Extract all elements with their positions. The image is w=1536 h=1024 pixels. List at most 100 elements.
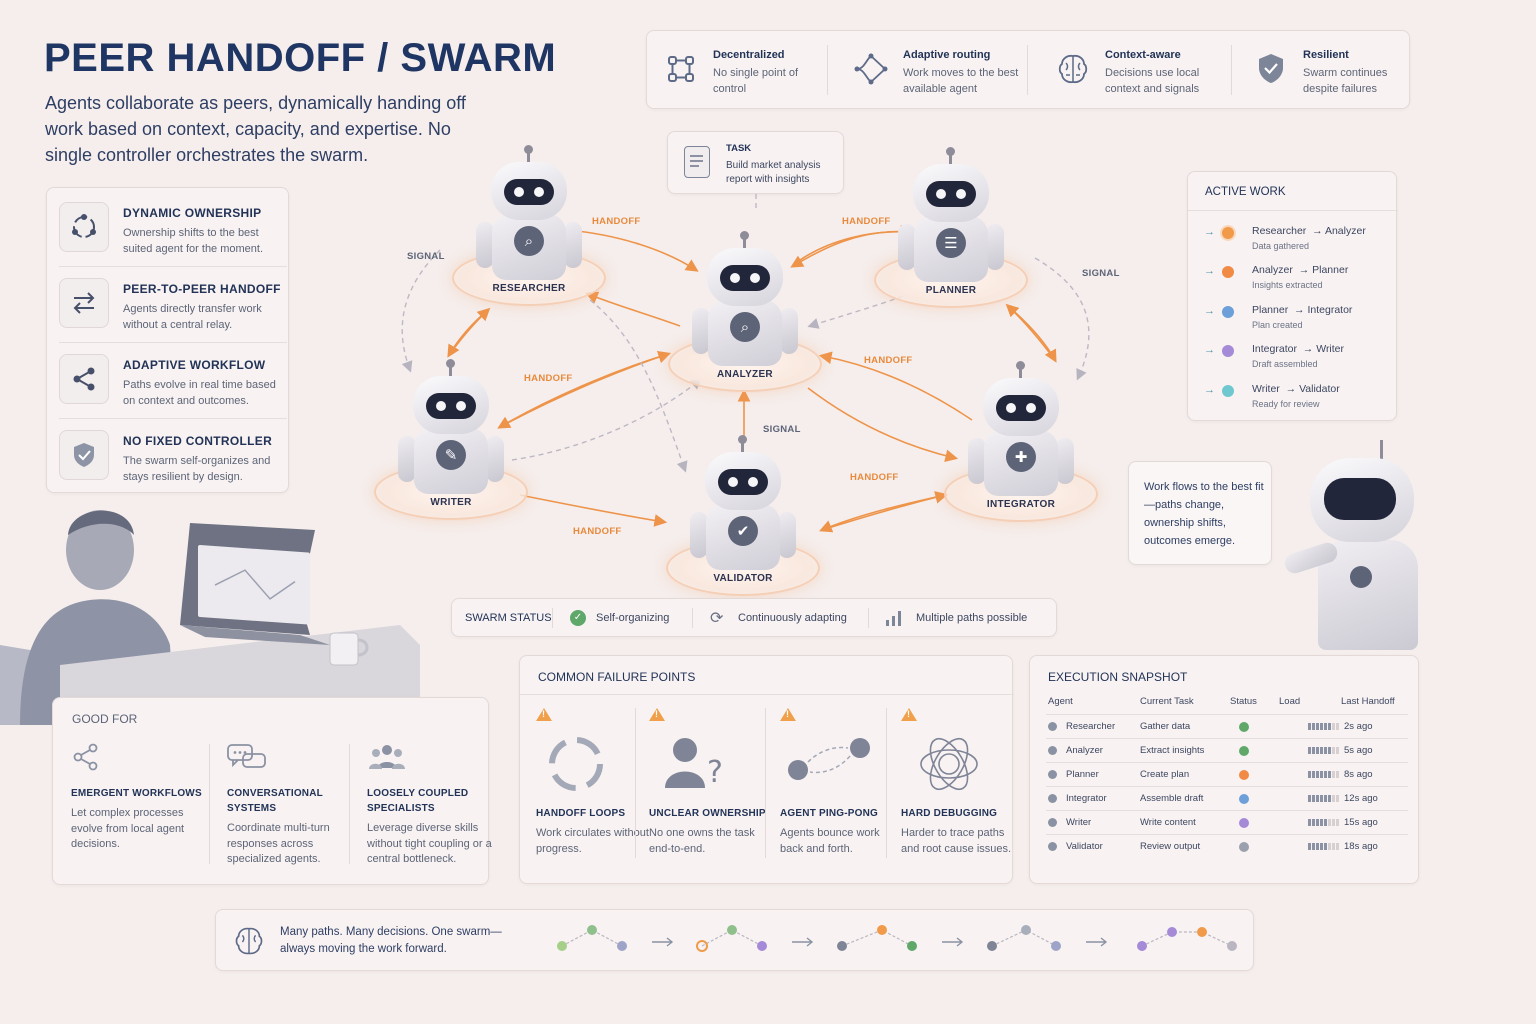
work-from: Analyzer bbox=[1252, 264, 1293, 276]
work-status: Ready for review bbox=[1252, 399, 1320, 409]
handoff-validator-integrator bbox=[821, 491, 949, 531]
good-for-item-desc: Let complex processes evolve from local … bbox=[71, 807, 185, 850]
status-icon bbox=[1239, 794, 1249, 804]
pencil-icon: ✎ bbox=[436, 440, 466, 470]
agent-writer[interactable]: ✎ WRITER bbox=[374, 359, 528, 520]
failure-item-title: UNCLEAR OWNERSHIP bbox=[649, 808, 766, 819]
feature-dynamic-ownership: DYNAMIC OWNERSHIP Ownership shifts to th… bbox=[47, 190, 289, 264]
status-icon bbox=[1239, 842, 1249, 852]
failure-points-panel: COMMON FAILURE POINTS HANDOFF LOOPS Work… bbox=[519, 655, 1014, 884]
edge-label-handoff: HANDOFF bbox=[850, 472, 899, 483]
active-work-item: → Integrator → Writer Draft assembled bbox=[1204, 343, 1345, 369]
feature-peer-handoff: PEER-TO-PEER HANDOFF Agents directly tra… bbox=[47, 266, 289, 340]
people-icon bbox=[367, 742, 407, 776]
task-cell: Create plan bbox=[1140, 769, 1190, 780]
share-icon bbox=[59, 354, 109, 404]
page-subtitle: Agents collaborate as peers, dynamically… bbox=[45, 93, 466, 165]
load-meter bbox=[1308, 795, 1339, 802]
failure-item: ? UNCLEAR OWNERSHIP No one owns the task… bbox=[633, 706, 766, 856]
top-feature-desc: Decisions use local context and signals bbox=[1105, 67, 1200, 95]
failure-item: HANDOFF LOOPS Work circulates without pr… bbox=[520, 706, 649, 856]
work-from: Integrator bbox=[1252, 343, 1297, 355]
failure-points-title: COMMON FAILURE POINTS bbox=[538, 670, 696, 684]
load-meter bbox=[1308, 819, 1339, 826]
work-from: Planner bbox=[1252, 304, 1289, 316]
brain-icon bbox=[1053, 49, 1093, 89]
document-icon bbox=[684, 146, 710, 178]
failure-item-title: HANDOFF LOOPS bbox=[536, 808, 626, 819]
work-status: Draft assembled bbox=[1252, 359, 1318, 369]
handoff-analyzer-integrator bbox=[807, 387, 959, 463]
load-meter bbox=[1308, 771, 1339, 778]
good-for-item: CONVERSATIONAL SYSTEMS Coordinate multi-… bbox=[209, 742, 354, 872]
speech-bubble: Work flows to the best fit—paths change,… bbox=[1128, 461, 1272, 565]
status-dot bbox=[1222, 345, 1234, 357]
load-meter bbox=[1308, 843, 1339, 850]
task-text: Build market analysis report with insigh… bbox=[726, 160, 821, 185]
failure-item: AGENT PING-PONG Agents bounce work back … bbox=[764, 706, 888, 856]
agent-dot bbox=[1048, 842, 1057, 851]
handoff-integrator-planner bbox=[1005, 303, 1056, 361]
edge-label-signal: SIGNAL bbox=[763, 424, 801, 435]
good-for-item-title: EMERGENT WORKFLOWS bbox=[71, 788, 202, 799]
last-handoff-cell: 12s ago bbox=[1344, 793, 1378, 804]
brain-icon bbox=[232, 924, 266, 958]
work-status: Plan created bbox=[1252, 320, 1303, 330]
failure-item-desc: No one owns the task end-to-end. bbox=[649, 827, 755, 855]
agent-integrator[interactable]: ✚ INTEGRATOR bbox=[944, 361, 1098, 522]
good-for-item-desc: Leverage diverse skills without tight co… bbox=[367, 822, 492, 865]
feature-title: DYNAMIC OWNERSHIP bbox=[123, 206, 262, 220]
refresh-icon: ⟳ bbox=[710, 610, 724, 627]
work-to: Planner bbox=[1312, 264, 1349, 276]
status-dot bbox=[1222, 385, 1234, 397]
status-icon bbox=[1239, 770, 1249, 780]
page-title: PEER HANDOFF / SWARM bbox=[44, 36, 557, 80]
top-feature-title: Decentralized bbox=[713, 49, 785, 61]
feature-desc: Agents directly transfer work without a … bbox=[123, 303, 262, 331]
status-item: Continuously adapting bbox=[738, 612, 847, 624]
active-work-item: → Writer → Validator Ready for review bbox=[1204, 383, 1340, 409]
active-work-item: → Analyzer → Planner Insights extracted bbox=[1204, 264, 1349, 290]
task-cell: Extract insights bbox=[1140, 745, 1205, 756]
feature-desc: Paths evolve in real time based on conte… bbox=[123, 379, 276, 407]
check-circle-icon: ✓ bbox=[570, 610, 586, 626]
task-cell: Write content bbox=[1140, 817, 1196, 828]
agent-cell: Planner bbox=[1066, 769, 1099, 780]
nodes-icon bbox=[661, 49, 701, 89]
status-item: Self-organizing bbox=[596, 612, 670, 624]
good-for-item-title: LOOSELY COUPLED SPECIALISTS bbox=[367, 788, 469, 814]
good-for-item: EMERGENT WORKFLOWS Let complex processes… bbox=[53, 742, 202, 872]
status-dot bbox=[1222, 306, 1234, 318]
signal-researcher-validator bbox=[589, 299, 688, 473]
warning-icon bbox=[649, 708, 665, 721]
handoff-integrator-analyzer bbox=[818, 351, 973, 421]
edge-label-handoff: HANDOFF bbox=[573, 526, 622, 537]
agent-planner[interactable]: ☰ PLANNER bbox=[874, 147, 1028, 308]
failure-item: HARD DEBUGGING Harder to trace paths and… bbox=[885, 706, 1011, 856]
list-icon: ☰ bbox=[936, 228, 966, 258]
top-feature-adaptive-routing: Adaptive routing Work moves to the best … bbox=[837, 31, 1027, 109]
agent-validator[interactable]: ✔ VALIDATOR bbox=[666, 435, 820, 596]
path-sequence-illustration bbox=[557, 925, 1237, 952]
work-to: Writer bbox=[1316, 343, 1345, 355]
work-to: Analyzer bbox=[1324, 225, 1366, 237]
failure-item-desc: Harder to trace paths and root cause iss… bbox=[901, 827, 1012, 855]
last-handoff-cell: 8s ago bbox=[1344, 769, 1373, 780]
tangle-icon bbox=[901, 726, 991, 796]
core-icon bbox=[1350, 566, 1372, 588]
swarm-status-label: SWARM STATUS bbox=[465, 612, 552, 624]
chat-bubbles-icon bbox=[227, 742, 267, 776]
warning-icon bbox=[780, 708, 796, 721]
active-work-item: → Researcher → Analyzer Data gathered bbox=[1204, 225, 1366, 251]
top-feature-title: Context-aware bbox=[1105, 49, 1181, 61]
signal-writer-analyzer bbox=[511, 378, 703, 461]
top-feature-desc: Work moves to the best available agent bbox=[903, 67, 1019, 95]
agent-researcher[interactable]: ⌕ RESEARCHER bbox=[452, 145, 606, 306]
task-cell: Gather data bbox=[1140, 721, 1191, 732]
agent-analyzer[interactable]: ⌕ ANALYZER bbox=[668, 231, 822, 392]
handoff-analyzer-planner bbox=[799, 225, 914, 261]
